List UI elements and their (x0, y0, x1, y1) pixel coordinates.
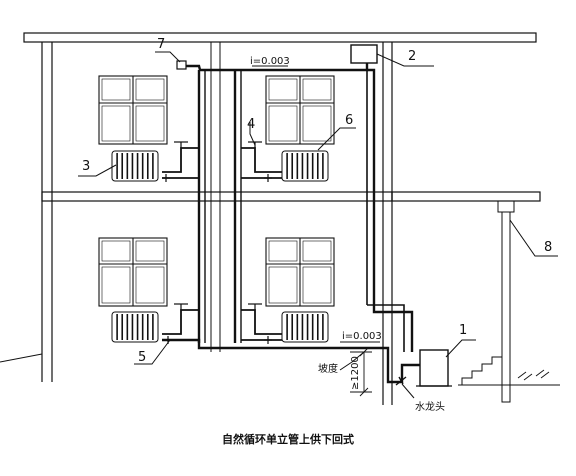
diagram-caption: 自然循环单立管上供下回式 (222, 432, 354, 446)
slope-bottom-label: i=0.003 (342, 331, 382, 342)
ground-hatch-icon (517, 369, 550, 381)
valve-icon (248, 303, 262, 310)
label-7: 7 (157, 37, 165, 52)
window-icon (98, 75, 168, 145)
label-5: 5 (138, 350, 146, 365)
radiators (111, 150, 329, 343)
radiator-icon (281, 311, 329, 343)
slope-arrows (252, 65, 380, 343)
leader-8 (509, 219, 558, 257)
radiator-icon (281, 150, 329, 182)
air-vent-icon (176, 60, 187, 70)
faucet-icon (395, 376, 407, 386)
label-4: 4 (247, 117, 255, 132)
roof-slab (23, 32, 537, 43)
leader-faucet (401, 383, 415, 399)
radiator-icon (111, 311, 159, 343)
branch-upper-right (241, 147, 282, 173)
expansion-tank-icon (350, 44, 378, 64)
floor-slab-left (41, 191, 393, 202)
leader-7 (155, 51, 181, 63)
annex-column (501, 211, 511, 403)
leader-6 (317, 127, 356, 151)
leader-slope (339, 351, 365, 371)
leader-5 (134, 339, 171, 365)
annex-cap (497, 200, 515, 213)
valve-icon (264, 174, 272, 182)
valve-icon (264, 336, 272, 344)
window-icon (265, 75, 335, 145)
label-6: 6 (345, 113, 353, 128)
window-icon (98, 237, 168, 307)
stairs-icon (461, 356, 502, 385)
leader-2 (376, 53, 434, 67)
height-label: ≥1200 (350, 356, 361, 390)
piping (162, 62, 420, 384)
leader-4 (249, 122, 256, 146)
faucet-label: 水龙头 (415, 400, 445, 413)
valve-icon (174, 303, 188, 310)
height-dimension (350, 347, 372, 397)
main-riser-return-edge (367, 304, 405, 352)
ground-line-left (0, 353, 43, 363)
return-main (162, 338, 420, 384)
valve-icon (162, 174, 170, 182)
floor-slab-right (391, 191, 541, 202)
label-2: 2 (408, 49, 416, 64)
radiator-body (111, 311, 159, 343)
window-icon (265, 237, 335, 307)
radiator-icon (111, 150, 159, 182)
radiator-body (281, 150, 329, 182)
slope-top-label: i=0.003 (250, 56, 290, 67)
branch-lower-right (241, 309, 282, 335)
boiler-icon (416, 349, 452, 387)
branch-upper-left (162, 147, 199, 173)
main-riser (367, 68, 414, 352)
branch-lower-left (162, 309, 199, 335)
radiator-body (111, 150, 159, 182)
windows (98, 75, 335, 307)
leader-3 (78, 164, 117, 177)
radiator-body (281, 311, 329, 343)
leader-1 (445, 339, 476, 358)
label-1: 1 (459, 323, 467, 338)
building-structure (0, 32, 560, 405)
valve-icon (174, 141, 188, 148)
label-3: 3 (82, 159, 90, 174)
slope-word-label: 坡度 (318, 362, 338, 375)
leader-lines (78, 51, 558, 399)
label-8: 8 (544, 240, 552, 255)
